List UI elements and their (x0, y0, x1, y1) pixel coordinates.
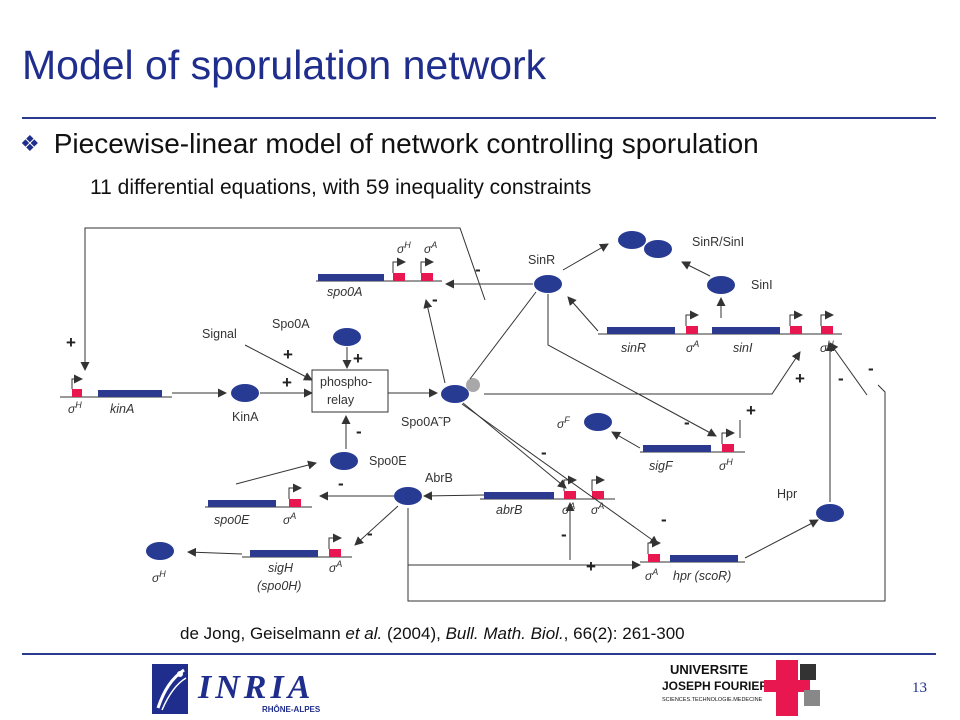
plus-sign: + (66, 333, 76, 352)
sigma-label: σA (591, 501, 604, 517)
phosphorelay-box (311, 369, 389, 413)
sigma-label: σA (686, 339, 699, 355)
protein-Hpr (816, 504, 844, 522)
gene-label-sigF: sigF (649, 459, 674, 473)
protein-label-Spo0AP: Spo0A˜P (401, 415, 451, 429)
protein-complex-part1 (618, 231, 646, 249)
minus-sign: - (561, 525, 567, 544)
gene-hpr: hpr (scoR) σA (640, 538, 745, 583)
minus-sign: - (868, 359, 874, 378)
sigma-label: σA (645, 567, 658, 583)
gene-label-spo0A: spo0A (327, 285, 362, 299)
gene-label-sinR: sinR (621, 341, 646, 355)
protein-Spo0A (333, 328, 361, 346)
plus-sign: + (586, 557, 596, 576)
protein-complex-part2 (644, 240, 672, 258)
title-divider (22, 117, 936, 119)
minus-sign: - (356, 422, 362, 441)
ujf-line2: JOSEPH FOURIER (662, 679, 768, 693)
sigma-label: σA (424, 240, 437, 256)
gene-label-spo0H: (spo0H) (257, 579, 301, 593)
sigma-label: σF (557, 415, 570, 431)
plus-sign: + (353, 349, 363, 368)
protein-label-Spo0E: Spo0E (369, 454, 407, 468)
protein-label-Spo0A: Spo0A (272, 317, 310, 331)
inria-logo: INRIA RHÔNE-ALPES (152, 664, 321, 714)
gene-label-abrB: abrB (496, 503, 522, 517)
minus-sign: - (475, 260, 481, 279)
protein-Spo0E (330, 452, 358, 470)
gene-sigH: sigH (spo0H) σA (242, 533, 352, 593)
gene-label-spo0E: spo0E (214, 513, 250, 527)
minus-sign: - (661, 510, 667, 529)
plus-sign: + (283, 345, 293, 364)
inria-subtitle: RHÔNE-ALPES (262, 705, 321, 714)
protein-KinA (231, 384, 259, 402)
sub-bullet-text: 11 differential equations, with 59 inequ… (90, 176, 592, 199)
diamond-bullet-icon: ❖ (20, 131, 40, 156)
sigma-label: σH (719, 457, 733, 473)
slide-title: Model of sporulation network (22, 42, 547, 88)
protein-Spo0AP (441, 385, 469, 403)
plus-sign: + (746, 401, 756, 420)
ujf-line1: UNIVERSITE (670, 662, 748, 677)
gene-label-kinA: kinA (110, 402, 134, 416)
gene-spo0E: spo0E σA (205, 483, 312, 527)
ujf-line3: SCIENCES.TECHNOLOGIE.MEDECINE (662, 697, 763, 703)
gene-sinR-sinI-operon: sinR sinI σA σH (598, 310, 842, 355)
gene-kinA: kinA σH (60, 374, 172, 416)
protein-sigmaF (584, 413, 612, 431)
protein-label-SinI: SinI (751, 278, 773, 292)
phosphate-icon (466, 378, 480, 392)
protein-label-Hpr: Hpr (777, 487, 797, 501)
bullet-text: Piecewise-linear model of network contro… (53, 128, 759, 159)
sigma-label: σH (152, 569, 166, 585)
sigma-label: σA (562, 501, 575, 517)
footer-divider (22, 653, 936, 655)
protein-label-SinRSinI: SinR/SinI (692, 235, 744, 249)
gene-spo0A: spo0A σH σA (316, 240, 442, 299)
protein-sigmaH (146, 542, 174, 560)
protein-label-AbrB: AbrB (425, 471, 453, 485)
gene-label-sigH: sigH (268, 561, 294, 575)
protein-label-SinR: SinR (528, 253, 555, 267)
protein-label-KinA: KinA (232, 410, 259, 424)
ujf-logo: UNIVERSITE JOSEPH FOURIER SCIENCES.TECHN… (662, 660, 820, 716)
protein-SinI (707, 276, 735, 294)
gene-sigF: sigF σH (640, 428, 745, 473)
phosphorelay-label-line2: relay (327, 393, 355, 407)
sigma-label: σA (329, 559, 342, 575)
page-number: 13 (912, 680, 927, 696)
phosphorelay-label-line1: phospho- (320, 375, 372, 389)
sigma-label: σA (283, 511, 296, 527)
bullet-item: ❖ Piecewise-linear model of network cont… (20, 128, 759, 160)
plus-sign: + (795, 369, 805, 388)
citation: de Jong, Geiselmann et al. (2004), Bull.… (180, 624, 685, 643)
gene-label-sinI: sinI (733, 341, 753, 355)
minus-sign: - (838, 369, 844, 388)
sigma-label: σH (397, 240, 411, 256)
minus-sign: - (338, 474, 344, 493)
minus-sign: - (541, 443, 547, 462)
signal-label: Signal (202, 327, 237, 341)
minus-sign: - (684, 413, 690, 432)
gene-label-hpr: hpr (scoR) (673, 569, 731, 583)
protein-AbrB (394, 487, 422, 505)
minus-sign: - (432, 290, 438, 309)
minus-sign: - (367, 524, 373, 543)
sigma-label: σH (820, 339, 834, 355)
inria-wordmark: INRIA (197, 669, 314, 706)
protein-SinR (534, 275, 562, 293)
plus-sign: + (282, 373, 292, 392)
sigma-label: σH (68, 400, 82, 416)
